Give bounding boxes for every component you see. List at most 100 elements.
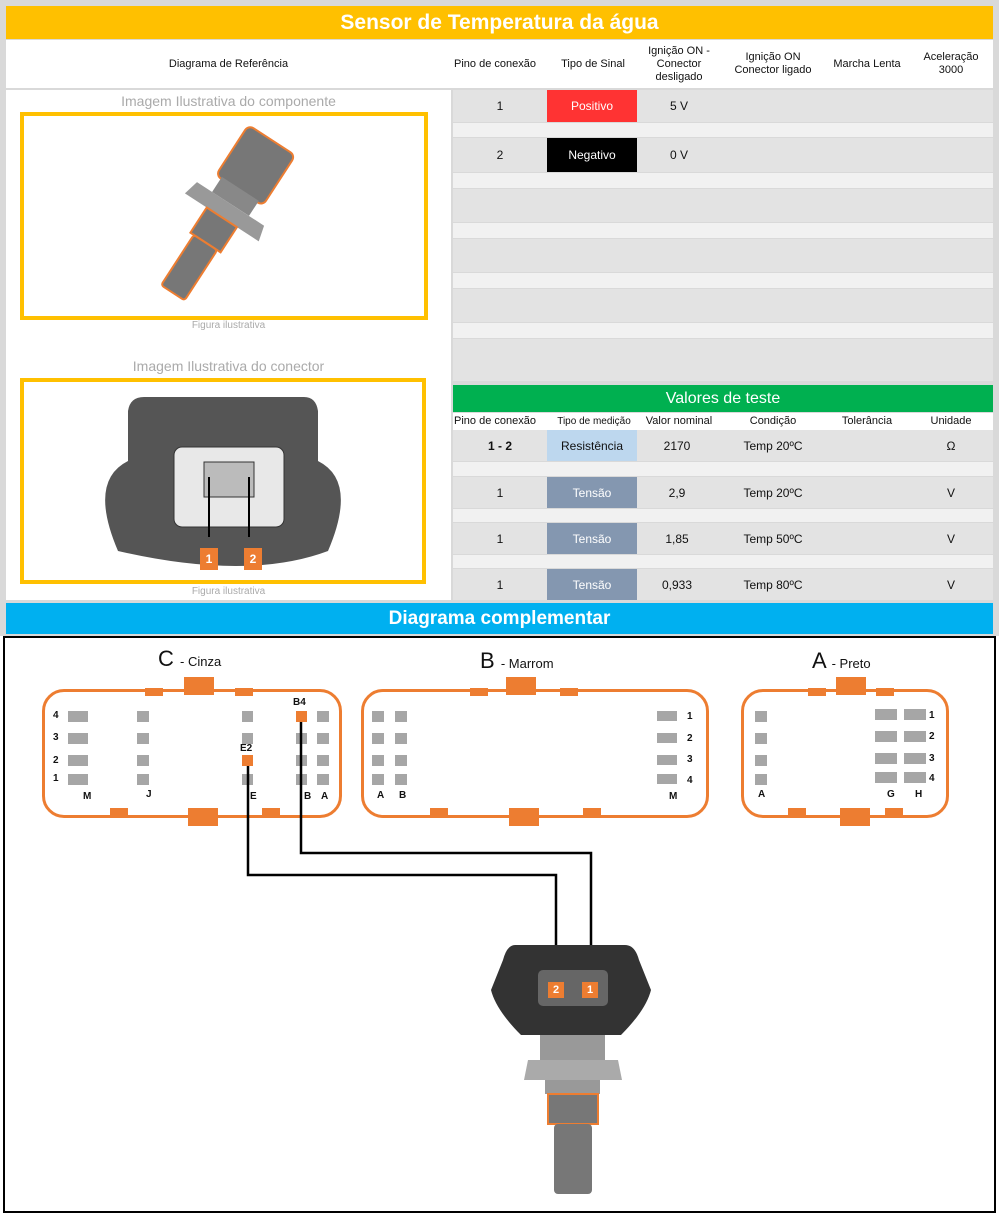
row-label: 1: [53, 773, 59, 784]
row-label: 3: [53, 732, 59, 743]
pin-e2: [242, 755, 253, 766]
row-label: 3: [687, 754, 693, 765]
pin-cavity: [317, 711, 329, 722]
wire-b4: [299, 722, 593, 985]
pin-cavity: [904, 753, 926, 764]
pin-cavity: [755, 733, 767, 744]
table-row: [453, 138, 993, 172]
sensor-image: [491, 945, 651, 1194]
pin-cavity: [372, 755, 384, 766]
pin-cavity: [875, 731, 897, 742]
tests-header-pin: Pino de conexão: [454, 415, 536, 427]
pin-cavity: [137, 711, 149, 722]
connector-tab: [840, 808, 870, 826]
pin-cavity: [68, 711, 88, 722]
pin-cavity: [372, 774, 384, 785]
row-label: 4: [53, 710, 59, 721]
tests-header-tolerance: Tolerância: [841, 415, 893, 427]
pin-cavity: [242, 733, 253, 744]
connector-tab: [885, 808, 903, 816]
col-label: A: [321, 791, 329, 802]
pin-cavity: [755, 755, 767, 766]
header-ign-off: Ignição ON - Conector desligado: [648, 44, 710, 83]
connector-tab: [836, 677, 866, 695]
table-row: [453, 509, 993, 522]
connector-letter: B: [480, 648, 495, 673]
connector-tab: [808, 688, 826, 696]
sensor-pin-1: 1: [582, 982, 598, 998]
connector-pin-2-label: 2: [244, 548, 262, 570]
table-row: [453, 273, 993, 288]
pin-cavity: [395, 733, 407, 744]
component-image-frame: [20, 112, 428, 320]
test-nominal: 1,85: [665, 531, 689, 546]
connector-tab: [583, 808, 601, 816]
pin-cavity: [68, 755, 88, 766]
table-row: [453, 339, 993, 381]
signal-ign-off: 5 V: [669, 99, 688, 113]
header-diagram: Diagrama de Referência: [168, 57, 289, 70]
pin-cavity: [372, 733, 384, 744]
pin-cavity: [657, 755, 677, 765]
table-row: [453, 223, 993, 238]
sensor-pin-2: 2: [548, 982, 564, 998]
row-label: 2: [687, 733, 693, 744]
tests-header-unit: Unidade: [930, 415, 972, 427]
header-row: [6, 40, 993, 88]
complementary-title: Diagrama complementar: [6, 603, 993, 634]
pin-cavity: [242, 711, 253, 722]
pin-cavity: [657, 733, 677, 743]
col-label: G: [887, 789, 895, 800]
row-label: 1: [687, 711, 693, 722]
connector-c-title: C - Cinza: [158, 646, 221, 672]
connector-tab: [509, 808, 539, 826]
pin-cavity: [875, 753, 897, 764]
col-label: A: [377, 790, 385, 801]
connector-tab: [876, 688, 894, 696]
pin-e2-label: E2: [240, 743, 253, 754]
test-condition: Temp 80ºC: [743, 577, 803, 592]
signal-type-badge: Positivo: [547, 90, 637, 122]
pin-cavity: [317, 755, 329, 766]
pin-cavity: [68, 733, 88, 744]
connector-image: [105, 397, 341, 566]
pin-cavity: [395, 711, 407, 722]
pin-cavity: [657, 774, 677, 784]
connector-tab: [506, 677, 536, 695]
connector-tab: [430, 808, 448, 816]
connector-pin-1-label: 1: [200, 548, 218, 570]
connector-letter: A: [812, 648, 826, 673]
row-label: 4: [929, 773, 935, 784]
pin-cavity: [657, 711, 677, 721]
test-type: Tensão: [547, 477, 637, 508]
pin-cavity: [137, 755, 149, 766]
test-pin: 1: [496, 531, 504, 546]
pin-cavity: [904, 709, 926, 720]
test-unit: Ω: [946, 438, 956, 453]
pin-b4: [296, 711, 307, 722]
connector-tab: [560, 688, 578, 696]
test-pin: 1: [496, 577, 504, 592]
test-condition: Temp 50ºC: [743, 531, 803, 546]
connector-letter: C: [158, 646, 174, 671]
connector-tab: [262, 808, 280, 816]
pin-cavity: [875, 772, 897, 783]
pin-cavity: [755, 774, 767, 785]
header-signal: Tipo de Sinal: [561, 57, 625, 70]
connector-image-frame: 1 2: [20, 378, 426, 584]
connector-tab: [470, 688, 488, 696]
pin-cavity: [395, 755, 407, 766]
connector-tab: [788, 808, 806, 816]
header-ign-on: Ignição ON Conector ligado: [734, 51, 812, 76]
pin-cavity: [317, 774, 329, 785]
test-nominal: 2,9: [668, 485, 686, 500]
connector-caption: Imagem Ilustrativa do conector: [132, 358, 325, 374]
sensor-component-image: [161, 126, 295, 301]
table-row: [453, 90, 993, 122]
signal-ign-off: 0 V: [669, 148, 688, 162]
component-caption: Imagem Ilustrativa do componente: [121, 93, 336, 109]
test-type: Resistência: [547, 430, 637, 461]
row-label: 3: [929, 753, 935, 764]
tests-header-condition: Condição: [749, 415, 797, 427]
